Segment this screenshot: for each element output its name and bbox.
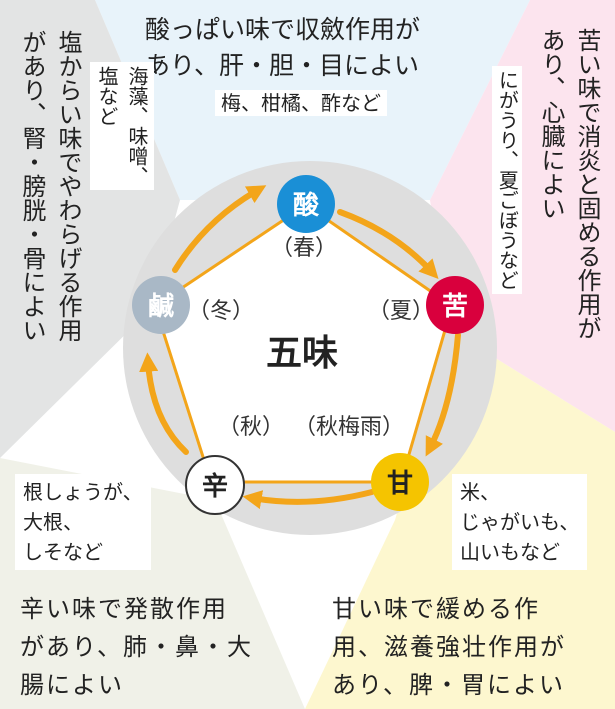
node-label-bitter: 苦 [442,292,468,322]
effect-pungent: 辛い味で発散作用 があり、肺・鼻・大 腸によい [20,590,253,704]
season-pungent: （秋） [218,415,285,440]
effect-sour: 酸っぱい味で収斂作用が あり、肝・胆・目によい [145,12,420,84]
effect-sweet-line-2: 用、滋養強壮作用が [332,633,566,661]
effect-sweet-line-3: あり、脾・胃によい [332,671,566,699]
effect-salty-line-1: 塩からい味でやわらげる作用 [54,30,82,342]
node-salty: 鹹 [132,276,190,334]
node-label-pungent: 辛 [202,471,228,502]
foods-pungent: 根しょうが、 大根、 しそなど [15,474,151,570]
foods-sweet-line-1: 米、 [460,480,500,504]
arrow-bitter-to-sweet [425,332,461,457]
node-label-salty: 鹹 [148,292,174,322]
foods-salty-line-2: 塩など [95,66,119,126]
foods-sour: 梅、柑橘、酢など [215,90,387,116]
arrow-sour-to-bitter [337,209,439,280]
foods-salty: 海藻、味噌、 塩など [90,62,154,190]
foods-bitter: にがうり、夏ごぼうなど [492,66,523,294]
foods-salty-line-1: 海藻、味噌、 [125,66,149,186]
effect-pungent-line-1: 辛い味で発散作用 [20,595,228,623]
effect-pungent-line-2: があり、肺・鼻・大 [20,633,254,661]
foods-sweet-line-2: じゃがいも、 [460,510,580,534]
season-sweet: （秋梅雨） [294,415,405,440]
node-bitter: 苦 [426,276,484,334]
foods-sweet-line-3: 山いもなど [460,540,560,564]
effect-sour-line-1: 酸っぱい味で収斂作用が [145,15,421,44]
foods-pungent-line-3: しそなど [23,540,103,564]
node-pungent: 辛 [185,455,245,515]
effect-sweet: 甘い味で緩める作 用、滋養強壮作用が あり、脾・胃によい [332,590,566,704]
foods-sweet: 米、 じゃがいも、 山いもなど [452,474,588,570]
effect-bitter-line-1: 苦い味で消炎と固める作用が [573,28,601,340]
foods-pungent-line-1: 根しょうが、 [23,480,143,504]
effect-bitter: 苦い味で消炎と固める作用が あり、心臓によい [533,28,605,340]
arrow-salty-to-sour [172,185,267,273]
node-sweet: 甘 [371,453,429,511]
effect-salty-line-2: があり、腎・膀胱・骨によい [18,30,46,342]
effect-bitter-line-2: あり、心臓によい [537,28,565,220]
effect-pungent-line-3: 腸によい [20,671,124,699]
center-title: 五味 [266,333,339,374]
node-label-sweet: 甘 [387,469,413,499]
node-sour: 酸 [277,175,335,233]
season-bitter: （夏） [368,299,435,324]
effect-salty: 塩からい味でやわらげる作用 があり、腎・膀胱・骨によい [14,30,86,342]
arrow-pungent-to-salty [139,352,189,455]
foods-bitter-line-1: にがうり、夏ごぼうなど [495,70,520,290]
node-label-sour: 酸 [293,191,320,221]
foods-pungent-line-2: 大根、 [23,510,83,534]
arrow-sweet-to-pungent [242,489,375,510]
effect-sour-line-2: あり、肝・胆・目によい [145,51,420,80]
season-sour: （春） [271,236,338,261]
season-salty: （冬） [188,299,255,324]
effect-sweet-line-1: 甘い味で緩める作 [332,595,540,623]
